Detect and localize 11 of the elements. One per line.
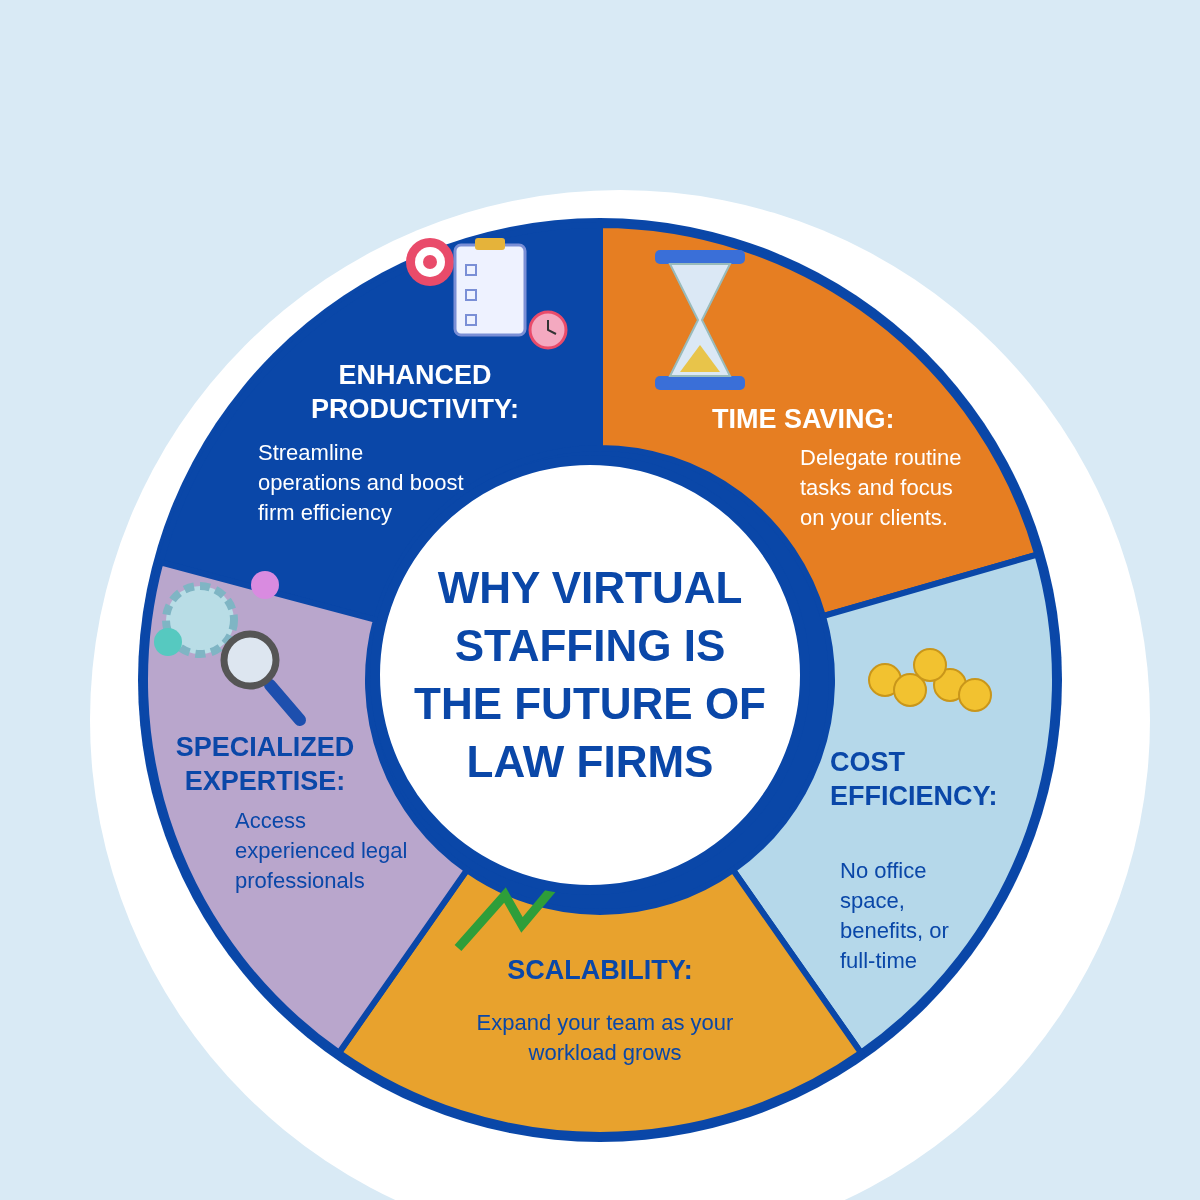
segment-heading: SPECIALIZED EXPERTISE: (174, 731, 356, 798)
segment-description: Delegate routine tasks and focus on your clients. (800, 444, 963, 532)
segment-heading: TIME SAVING: (712, 403, 896, 436)
center-heading: WHY VIRTUAL STAFFING IS THE FUTURE OF LAW FIRMS (413, 562, 767, 788)
segment-heading: ENHANCED PRODUCTIVITY: (310, 359, 520, 426)
segment-description: Expand your team as your workload grows (475, 1009, 735, 1067)
segment-heading: COST EFFICIENCY: (830, 746, 999, 813)
segment-description: Streamline operations and boost firm efficiency (258, 439, 465, 527)
segment-heading: SCALABILITY: (506, 954, 694, 987)
segment-description: No office space, benefits, or full-time (840, 857, 950, 975)
segment-description: Access experienced legal professionals (235, 807, 409, 895)
